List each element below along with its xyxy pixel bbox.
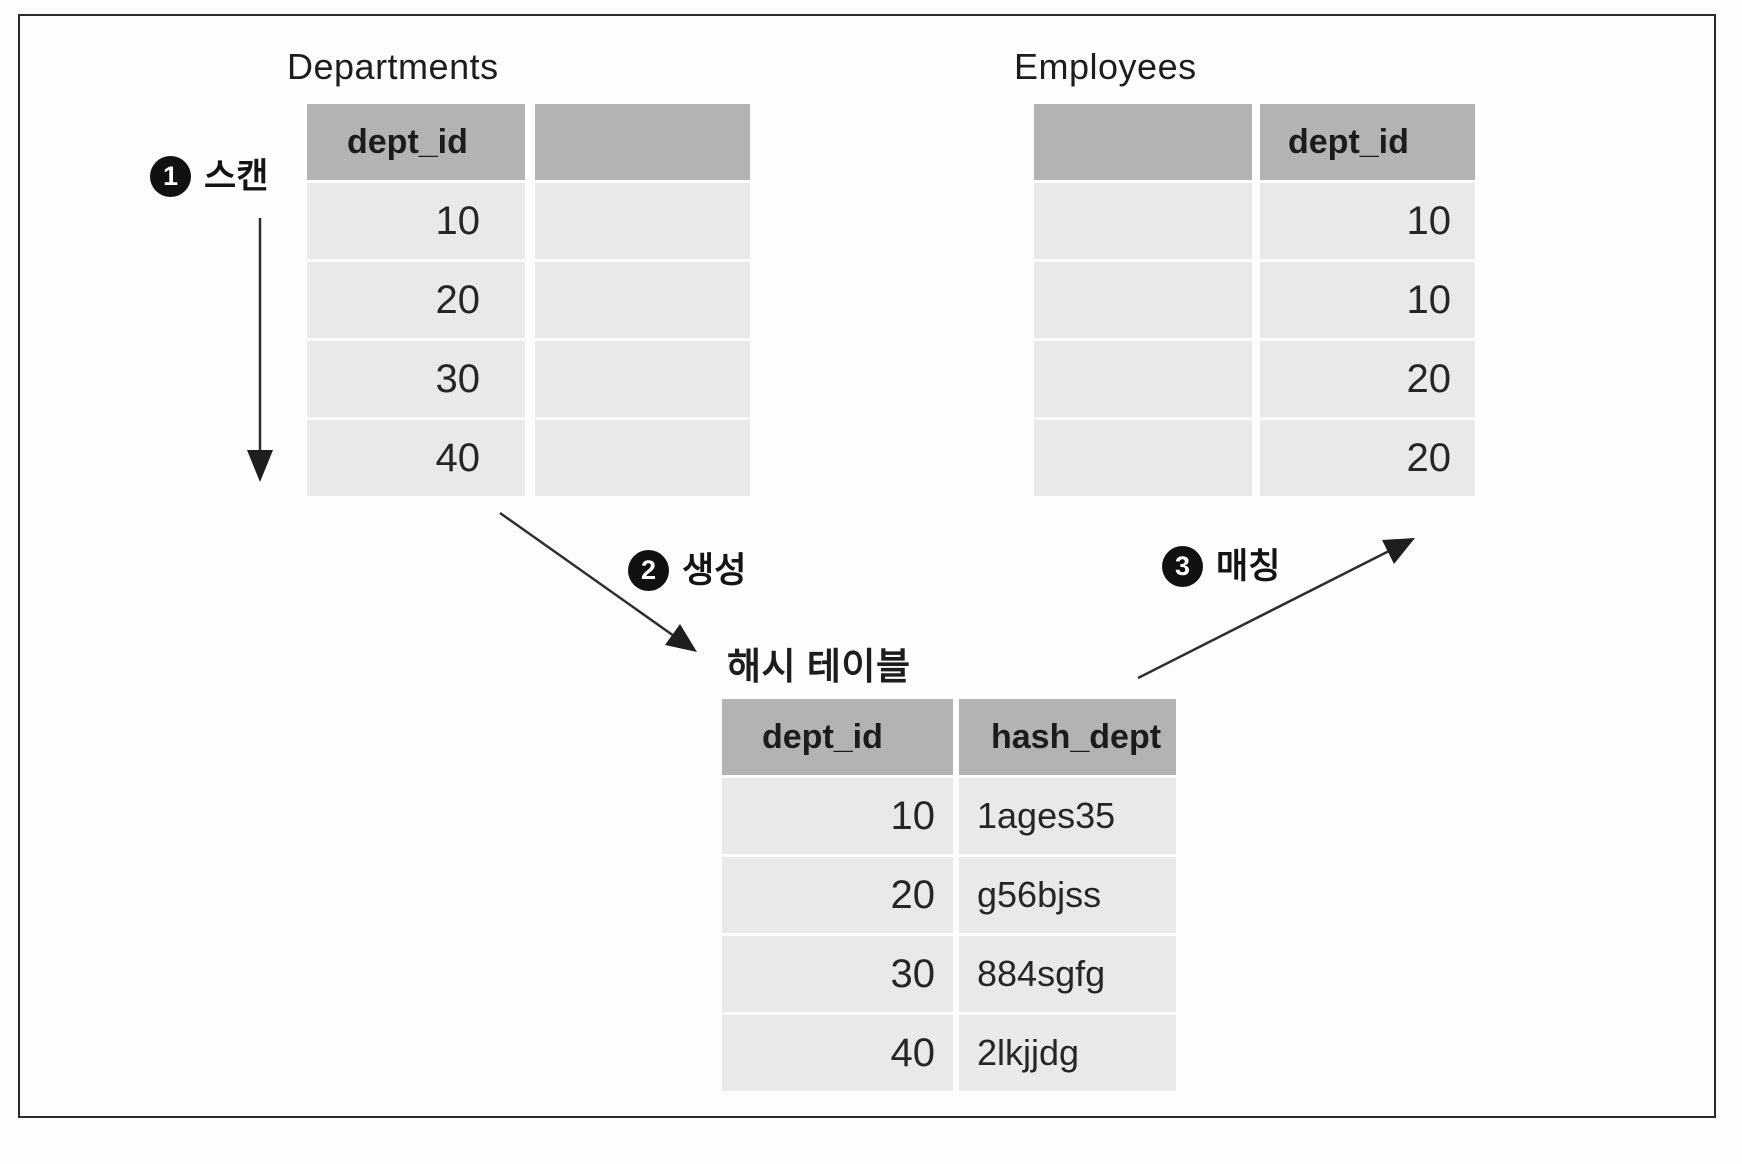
table-cell: 30 [307,341,525,417]
table-cell [1034,420,1252,496]
table-cell [1034,262,1252,338]
column-header-dept-id: dept_id [307,104,525,180]
table-cell [1034,341,1252,417]
step-2-label: 생성 [682,551,747,590]
column-header-dept-id: dept_id [1260,104,1475,180]
table-cell: 10 [1260,183,1475,259]
step-2-build: 2 생성 [628,550,746,591]
table-cell: 10 [307,183,525,259]
hash-table-title: 해시 테이블 [727,646,911,687]
table-cell: g56bjss [959,857,1176,933]
departments-title: Departments [287,46,499,87]
step-1-scan: 1 스캔 [150,156,268,197]
employees-table: dept_id 10 10 20 20 [1034,104,1475,496]
diagram-frame [18,14,1716,1118]
column-header-dept-id: dept_id [722,699,953,775]
table-cell: 40 [307,420,525,496]
table-cell: 10 [722,778,953,854]
step-1-badge: 1 [150,156,191,197]
step-2-badge: 2 [628,550,669,591]
table-cell: 884sgfg [959,936,1176,1012]
table-cell: 20 [722,857,953,933]
table-cell [535,341,750,417]
table-cell: 20 [307,262,525,338]
departments-table: dept_id 10 20 30 40 [307,104,750,496]
column-header-blank [535,104,750,180]
step-3-match: 3 매칭 [1162,546,1280,587]
step-3-label: 매칭 [1216,547,1281,586]
table-cell [535,262,750,338]
step-3-badge: 3 [1162,546,1203,587]
table-cell: 10 [1260,262,1475,338]
employees-title: Employees [1014,46,1197,87]
table-cell: 20 [1260,341,1475,417]
table-cell: 40 [722,1015,953,1091]
step-1-label: 스캔 [204,157,269,196]
hash-table: dept_id hash_dept 10 1ages35 20 g56bjss … [722,699,1176,1091]
table-cell: 30 [722,936,953,1012]
column-header-hash-dept: hash_dept [959,699,1176,775]
table-cell: 2lkjjdg [959,1015,1176,1091]
table-cell [1034,183,1252,259]
column-header-blank [1034,104,1252,180]
table-cell [535,420,750,496]
table-cell [535,183,750,259]
table-cell: 1ages35 [959,778,1176,854]
table-cell: 20 [1260,420,1475,496]
